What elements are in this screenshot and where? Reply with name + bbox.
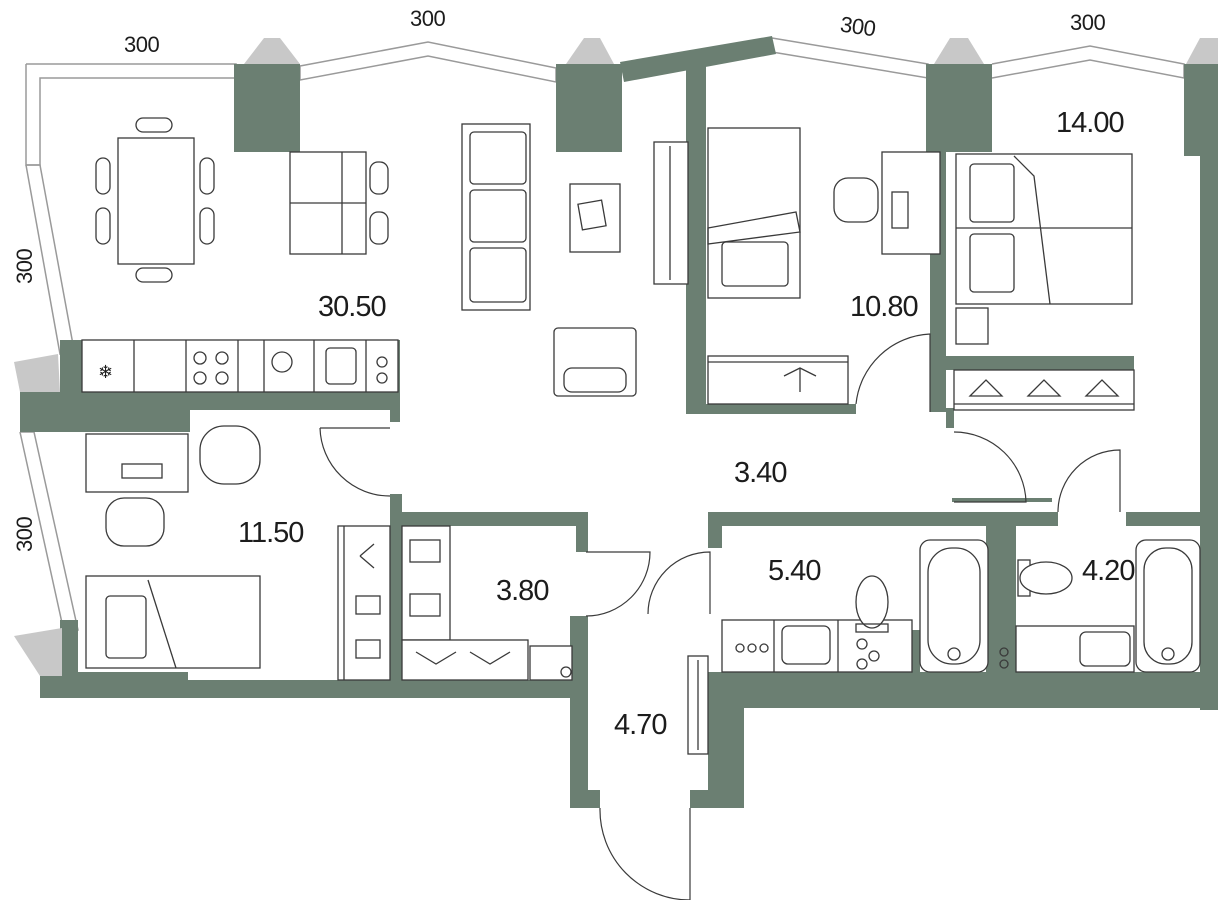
dimension-left-1: 300 — [12, 249, 37, 284]
room-area-bedroom-3: 11.50 — [238, 517, 303, 549]
bathroom1-fixtures — [721, 539, 989, 673]
sofa — [461, 123, 531, 311]
bedroom3-right-wall — [390, 494, 402, 684]
bath-divider-wall — [986, 512, 1016, 702]
dimension-labels: 300 300 300 300 300 300 — [12, 6, 1106, 552]
bottom-left-wall — [40, 672, 188, 698]
wardrobe-bedroom3 — [337, 525, 391, 681]
wardrobe2-wall — [946, 356, 1134, 370]
wardrobe-top-wall — [390, 512, 588, 526]
room-area-wardrobe: 3.80 — [496, 575, 548, 607]
armchair — [553, 327, 637, 397]
tv-stand — [653, 141, 689, 285]
wardrobe-bedroom1 — [707, 355, 849, 405]
right-exterior-wall — [1200, 150, 1218, 710]
room-area-bathroom-2: 4.20 — [1082, 555, 1134, 587]
desk-with-chairs — [289, 151, 389, 255]
wall-stub — [60, 620, 78, 676]
kitchen-left-wall — [60, 340, 82, 396]
wall-stub — [946, 408, 954, 428]
walls — [20, 36, 1218, 808]
room-area-corridor: 3.40 — [734, 457, 786, 489]
room-area-entrance-hall: 4.70 — [614, 709, 666, 741]
bath-bottom-wall — [708, 672, 1218, 708]
bath2-top-wall — [1126, 512, 1218, 526]
wall-stub — [708, 512, 722, 548]
bathroom2-fixtures — [999, 539, 1201, 673]
dimension-top-4: 300 — [1070, 10, 1105, 35]
dimension-top-2: 300 — [410, 6, 445, 31]
wall-stub — [690, 790, 744, 808]
dimension-left-2: 300 — [12, 517, 37, 552]
room-area-living-kitchen: 30.50 — [318, 291, 386, 323]
room-area-bedroom-1: 10.80 — [850, 291, 918, 323]
wardrobe-room-storage — [401, 525, 573, 681]
room-area-bedroom-2: 14.00 — [1056, 107, 1124, 139]
wall-stub — [576, 512, 588, 552]
doors — [319, 333, 1121, 900]
bath1-top-wall — [708, 512, 1058, 526]
desk-bedroom1 — [833, 151, 941, 255]
hall-left-wall — [570, 616, 588, 808]
column-top-left — [234, 64, 300, 152]
column-far-right — [1184, 64, 1218, 156]
bed-double — [955, 153, 1133, 345]
bed-bedroom3 — [85, 575, 261, 669]
wall-stub — [570, 790, 600, 808]
dining-table-set — [95, 117, 215, 283]
coffee-table — [569, 183, 621, 253]
dimension-top-3: 300 — [839, 12, 878, 42]
desk-bedroom3 — [85, 425, 261, 547]
bed-single — [707, 127, 801, 299]
dimension-top-1: 300 — [124, 32, 159, 57]
column-top-right — [926, 64, 992, 152]
wall-stub — [952, 498, 1052, 502]
kitchen-bedroom3-wall — [20, 392, 190, 432]
room-area-labels: 30.50 10.80 14.00 11.50 3.40 3.80 5.40 4… — [238, 107, 1135, 741]
room-area-bathroom-1: 5.40 — [768, 555, 820, 587]
hall-shoe-rack — [687, 655, 709, 755]
column-top-middle — [556, 64, 622, 152]
top-wall-slope — [620, 36, 776, 82]
wardrobe-bedroom2 — [953, 369, 1135, 411]
bedroom1-bottom-wall — [686, 404, 856, 414]
kitchen-bottom-wall — [186, 392, 400, 410]
bedroom1-left-wall — [686, 64, 706, 412]
snowflake-icon: ❄ — [98, 362, 113, 382]
corner-columns — [14, 38, 1218, 676]
bottom-wall — [186, 680, 588, 698]
kitchen-counter: ❄ — [81, 339, 399, 393]
